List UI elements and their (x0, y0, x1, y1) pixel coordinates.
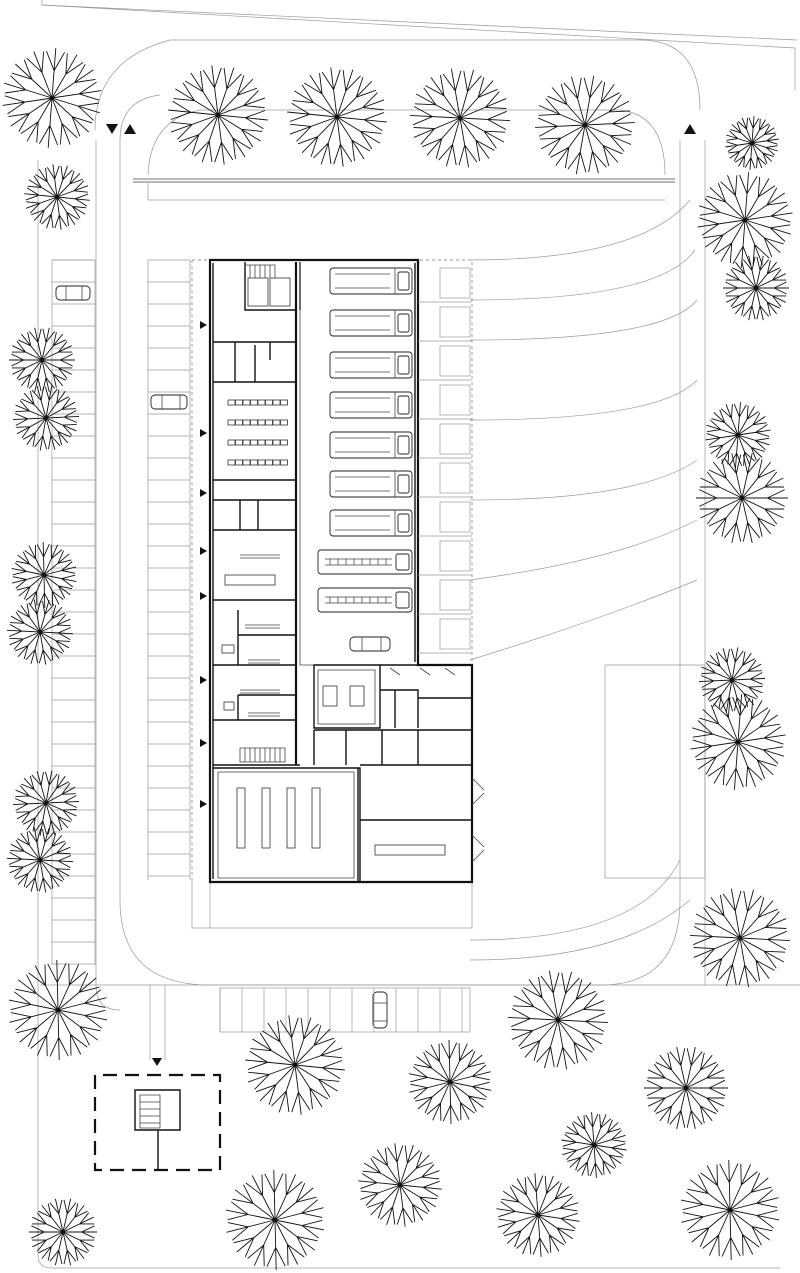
tree-canopy-icon (696, 453, 788, 543)
tree-canopy-icon (725, 116, 779, 170)
tree-canopy-icon (496, 1173, 580, 1257)
vehicle-icon (329, 509, 413, 537)
annex-building (93, 1058, 222, 1172)
triangle-marker-icon (200, 739, 207, 747)
tree-canopy-icon (535, 75, 635, 175)
triangle-marker-icon (200, 429, 207, 437)
tree-canopy-icon (408, 1039, 492, 1125)
vehicle-icon (329, 267, 413, 295)
tree-canopy-icon (680, 1159, 780, 1261)
triangle-marker-icon (106, 124, 118, 134)
triangle-marker-icon (684, 124, 696, 134)
bay-slots (418, 267, 472, 654)
garage-car (349, 636, 391, 652)
triangle-marker-icon (200, 321, 207, 329)
vehicle-icon (329, 470, 413, 498)
tree-canopy-icon (723, 255, 789, 321)
garage-vehicles (317, 267, 413, 613)
vehicle-icon (329, 351, 413, 379)
building-side-parking (147, 259, 191, 880)
triangle-marker-icon (200, 489, 207, 497)
tree-canopy-icon (644, 1047, 728, 1129)
tree-canopy-icon (9, 327, 75, 393)
tree-canopy-icon (358, 1143, 442, 1227)
triangle-marker-icon (200, 592, 207, 600)
tree-canopy-icon (12, 385, 80, 451)
building-floor-plan (191, 258, 485, 929)
vehicle-icon (329, 309, 413, 337)
tree-canopy-icon (6, 827, 74, 893)
tree-canopy-icon (705, 402, 771, 468)
trees (2, 48, 793, 1271)
triangle-marker-icon (152, 1058, 162, 1066)
access-arrows (106, 124, 696, 134)
tree-canopy-icon (690, 888, 790, 988)
triangle-marker-icon (124, 124, 136, 134)
tree-canopy-icon (245, 1015, 345, 1115)
vehicle-icon (329, 391, 413, 419)
tree-canopy-icon (561, 1112, 627, 1178)
tree-canopy-icon (8, 959, 108, 1061)
tree-canopy-icon (168, 65, 268, 165)
vehicle-icon (317, 549, 413, 575)
tree-canopy-icon (698, 647, 766, 713)
tree-canopy-icon (12, 770, 80, 836)
tree-canopy-icon (6, 599, 74, 665)
triangle-marker-icon (200, 676, 207, 684)
left-parking-strip (51, 259, 96, 965)
triangle-marker-icon (200, 547, 207, 555)
tree-canopy-icon (225, 1169, 325, 1271)
vehicle-icon (317, 587, 413, 613)
bottom-car (372, 991, 388, 1029)
bottom-parking-stalls (219, 988, 463, 1032)
triangle-marker-icon (200, 800, 207, 808)
tree-canopy-icon (11, 541, 77, 609)
vehicle-icon (329, 431, 413, 459)
tree-canopy-icon (287, 67, 387, 167)
tree-canopy-icon (508, 970, 608, 1070)
tree-canopy-icon (697, 172, 793, 268)
tree-canopy-icon (410, 68, 510, 168)
tree-canopy-icon (690, 694, 786, 790)
tree-canopy-icon (29, 1198, 97, 1266)
tree-canopy-icon (2, 48, 102, 148)
tree-canopy-icon (24, 164, 90, 230)
